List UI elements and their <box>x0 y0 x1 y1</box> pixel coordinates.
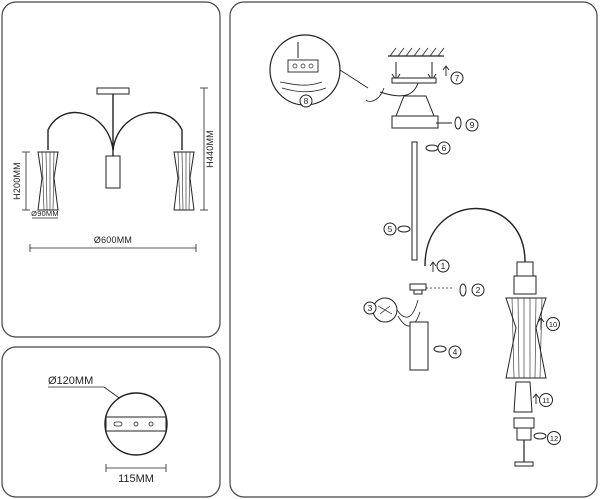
ceiling-hatch <box>388 47 445 57</box>
height-shade-label: H200MM <box>12 162 22 200</box>
step-7-label: 7 <box>455 73 460 83</box>
curved-arm <box>424 207 526 267</box>
step-9-marker: 9 <box>454 116 479 132</box>
height-total-label: H440MM <box>205 130 215 168</box>
canopy-width-label: 115MM <box>118 473 154 485</box>
step-8-magnifier: 8 <box>269 34 369 108</box>
step-12-marker: 12 <box>533 431 561 445</box>
step-11-label: 11 <box>542 396 550 405</box>
canopy-panel-border <box>1 346 221 498</box>
step-6-marker: 6 <box>425 141 451 155</box>
right-arm <box>112 111 183 151</box>
fluted-shade <box>505 297 547 379</box>
terminal-block <box>287 59 319 73</box>
canopy-cone <box>395 95 435 117</box>
center-hole <box>133 421 139 427</box>
canopy-diameter-label: Ø120MM <box>48 375 93 387</box>
mounting-slot <box>113 421 123 427</box>
central-cylinder-shade <box>409 321 429 371</box>
step-4-label: 4 <box>453 347 458 357</box>
step-3-wiring: 3 <box>363 297 421 327</box>
ceiling-plate <box>96 87 130 95</box>
step-11-marker: 11 <box>532 393 553 407</box>
inner-glass <box>513 381 533 413</box>
left-arm <box>47 111 114 151</box>
dimensions-panel-border <box>1 1 221 338</box>
step-10-label: 10 <box>549 320 557 329</box>
mounting-bracket <box>391 77 437 84</box>
lamp-holder <box>513 261 537 295</box>
step-6-label: 6 <box>442 143 447 153</box>
step-5-marker: 5 <box>383 222 411 236</box>
step-10-marker: 10 <box>537 317 560 331</box>
step-7-marker: 7 <box>442 65 464 85</box>
left-shade <box>37 151 59 211</box>
step-12-label: 12 <box>550 434 558 443</box>
step-2-label: 2 <box>476 285 481 295</box>
central-connector <box>409 283 454 295</box>
mounting-bar <box>105 416 167 432</box>
shade-diameter-label: Ø90MM <box>31 209 59 218</box>
step-3-label: 3 <box>368 303 373 313</box>
ceiling-screws <box>391 62 437 81</box>
assembly-panel-border <box>229 1 598 498</box>
supply-wire <box>379 82 419 97</box>
screw-hole <box>148 421 154 427</box>
step-9-label: 9 <box>470 120 475 130</box>
ground-wire <box>365 87 385 102</box>
canopy-panel: Ø120MM 115MM <box>1 346 221 498</box>
step-2-marker: 2 <box>459 283 485 297</box>
span-diameter-label: Ø600MM <box>94 235 132 245</box>
dimensions-panel: H440MM H200MM Ø90MM Ø600MM <box>1 1 221 338</box>
step-5-label: 5 <box>388 224 393 234</box>
central-cylinder <box>105 155 121 189</box>
suspension-rod <box>411 141 418 261</box>
canopy-body <box>391 115 439 129</box>
assembly-panel: 7 8 9 6 <box>229 1 598 498</box>
right-shade <box>173 151 195 211</box>
step-4-marker: 4 <box>433 345 462 359</box>
step-1-label: 1 <box>441 261 446 271</box>
bottom-socket <box>513 417 535 467</box>
step-1-marker: 1 <box>429 259 450 273</box>
step-8-label: 8 <box>304 96 309 106</box>
